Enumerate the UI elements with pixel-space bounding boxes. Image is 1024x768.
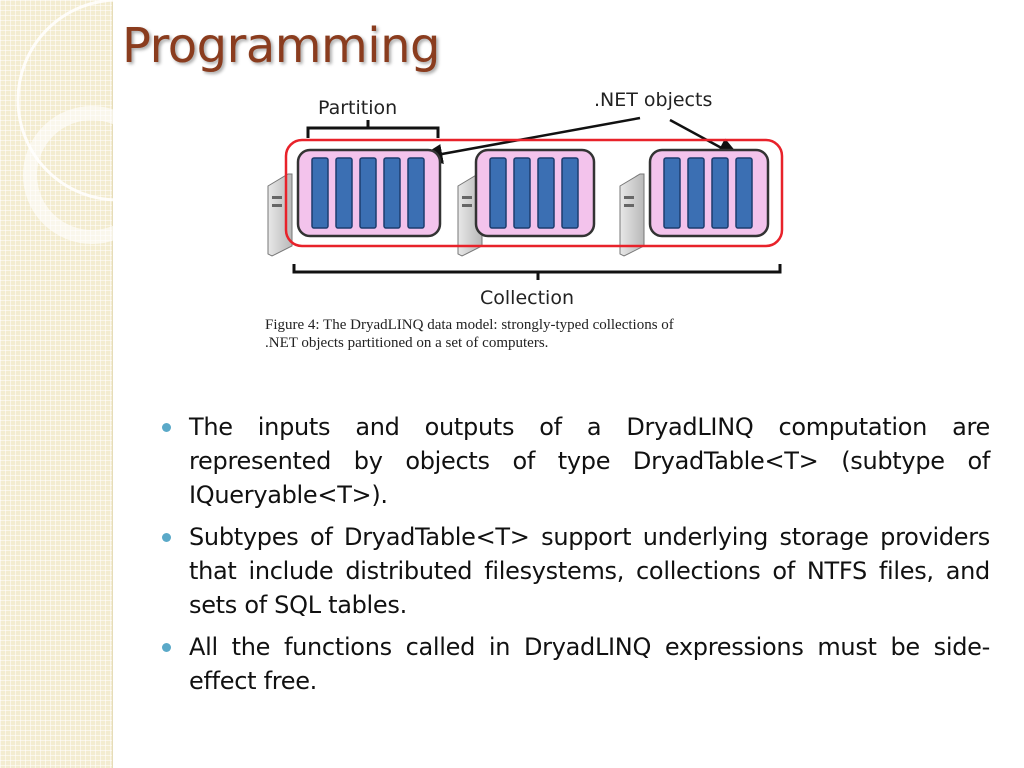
bullet-dot-icon [162,643,171,652]
collection-brace [292,264,782,274]
bullet-item: Subtypes of DryadTable<T> support underl… [158,520,990,622]
caption-line: Figure 4: The DryadLINQ data model: stro… [265,317,674,333]
partition-box [648,148,770,238]
partition-label: Partition [318,97,397,119]
bullet-list: The inputs and outputs of a DryadLINQ co… [158,410,990,706]
bullet-dot-icon [162,423,171,432]
bullet-text: The inputs and outputs of a DryadLINQ co… [189,413,990,509]
partition-brace [306,126,440,138]
server-icon [619,173,645,257]
collection-label: Collection [480,287,574,309]
partition-box [296,148,442,238]
bullet-text: Subtypes of DryadTable<T> support underl… [189,523,990,619]
bullet-item: All the functions called in DryadLINQ ex… [158,630,990,698]
server-icon [267,173,293,257]
caption-line: .NET objects partitioned on a set of com… [265,335,549,351]
arrow-to-first-object [417,116,641,164]
net-objects-label: .NET objects [594,89,712,111]
bullet-text: All the functions called in DryadLINQ ex… [189,633,990,695]
bullet-item: The inputs and outputs of a DryadLINQ co… [158,410,990,512]
partition-box [474,148,596,238]
dryadlinq-figure: Partition .NET objects [250,78,810,322]
collection-border [284,138,784,248]
data-model-diagram: Partition .NET objects [267,89,784,309]
decorative-circles [16,0,140,244]
bullet-dot-icon [162,533,171,542]
figure-caption: Figure 4: The DryadLINQ data model: stro… [265,316,825,352]
sidebar-decoration [0,0,140,768]
slide-title: Programming [122,18,441,74]
